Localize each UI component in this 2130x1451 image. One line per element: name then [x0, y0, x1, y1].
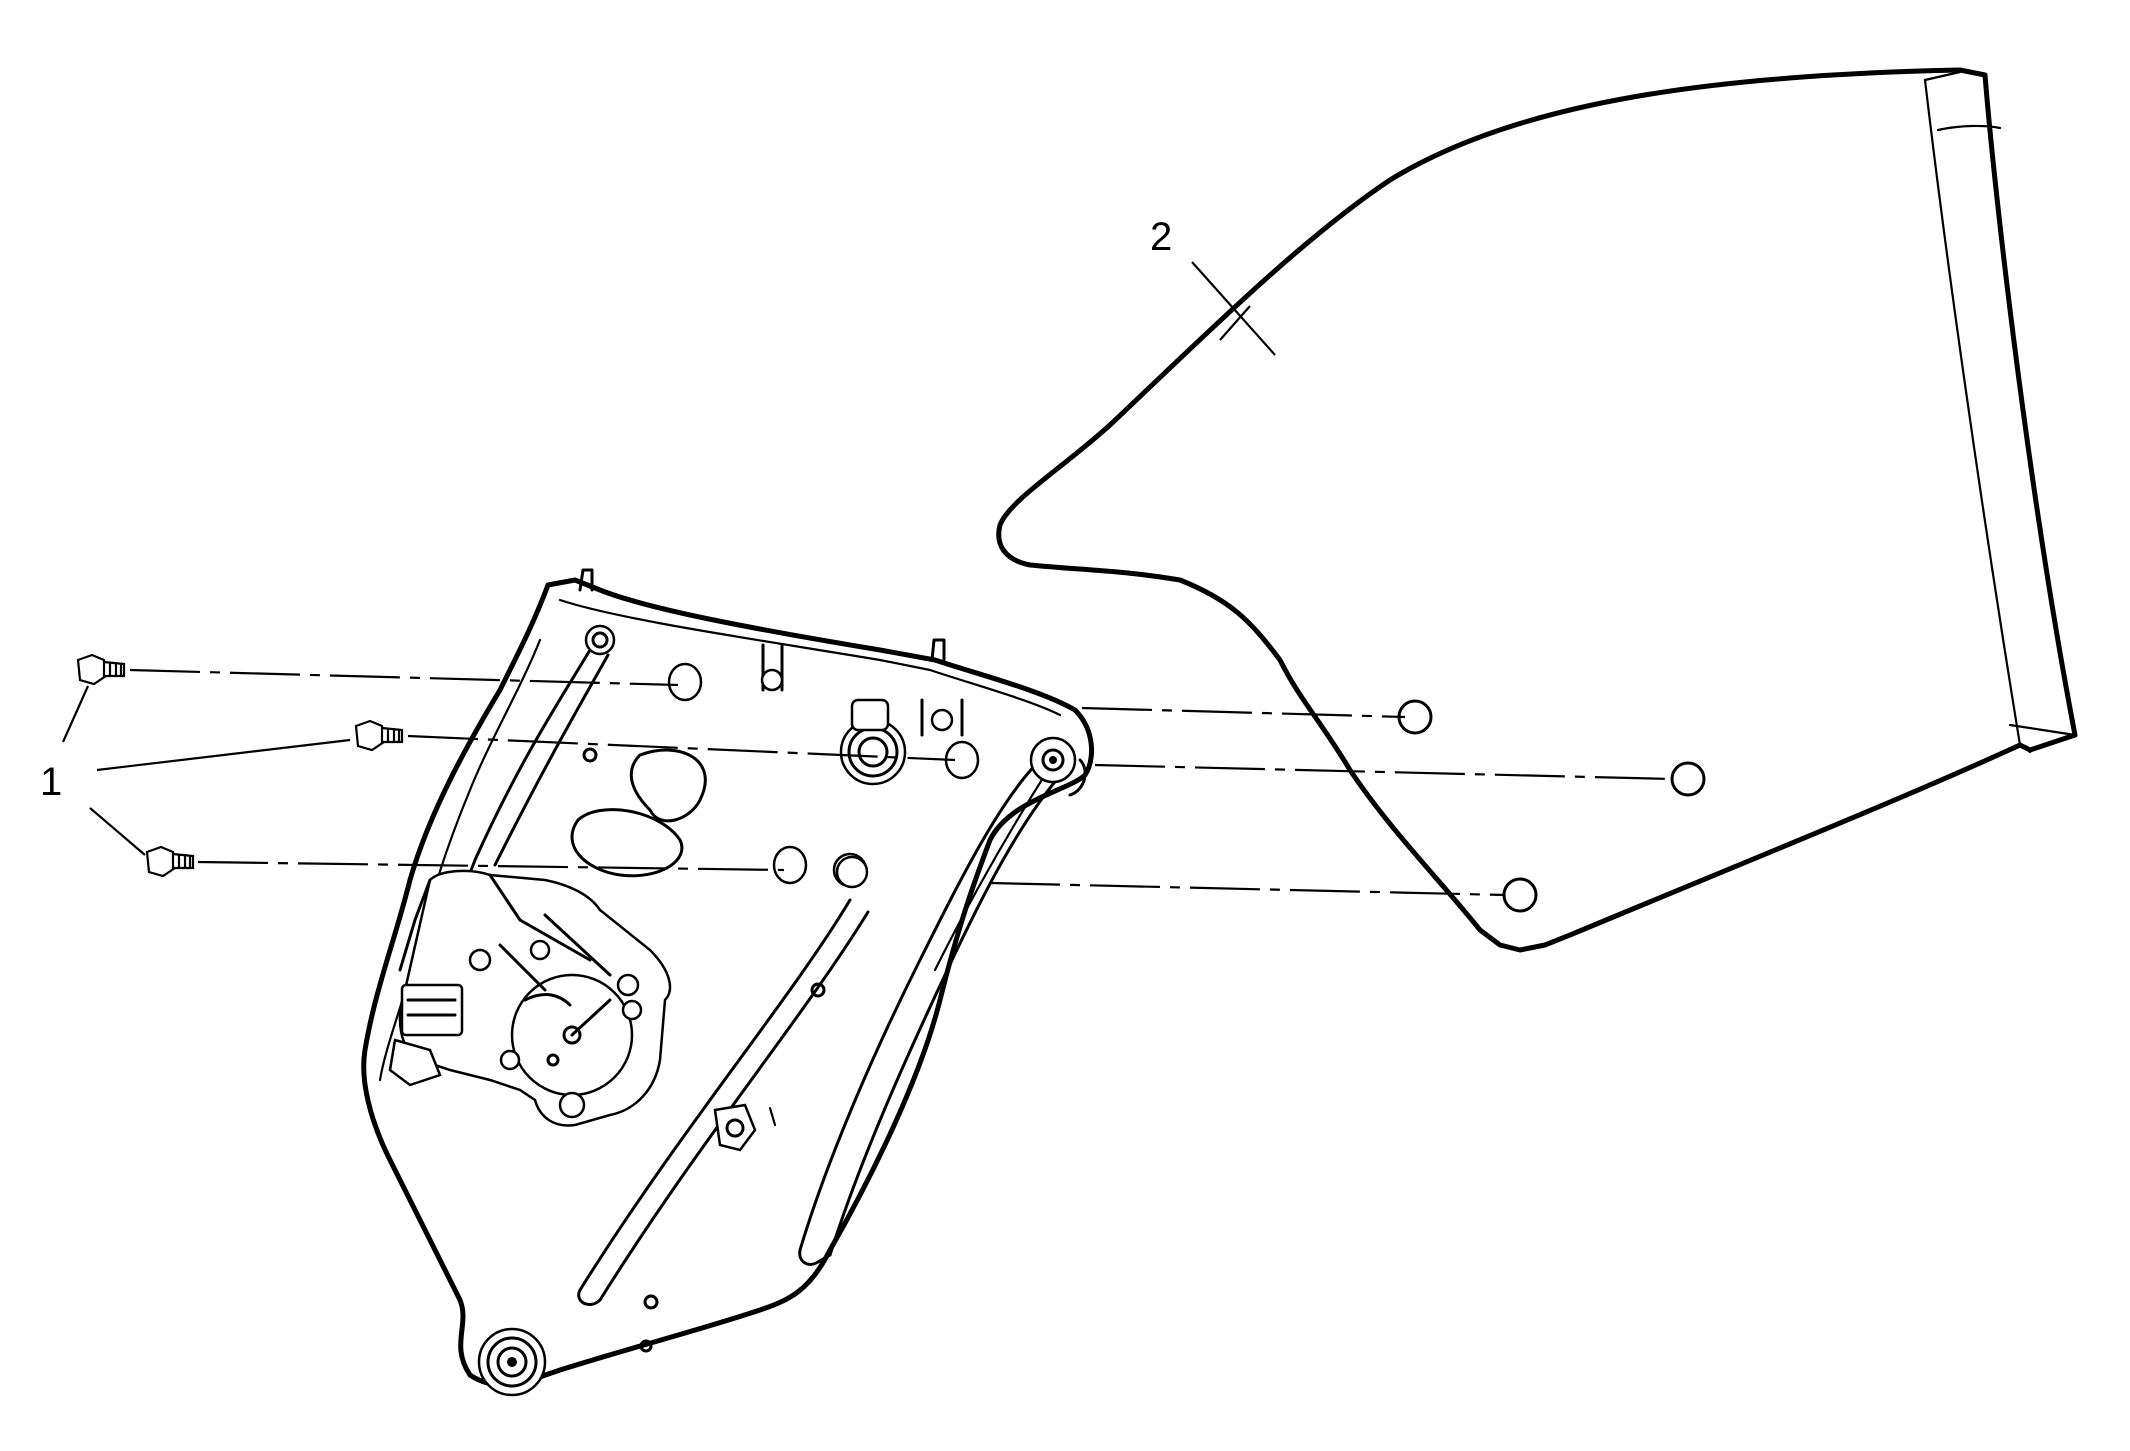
callout-leaders: [61, 261, 1276, 856]
glass-mount-hole-middle: [1670, 761, 1706, 797]
window-regulator-panel: [361, 568, 1095, 1397]
lower-stud: [713, 1103, 777, 1152]
lower-pulley: [477, 1327, 547, 1397]
top-left-stud: [584, 624, 616, 656]
alignment-lines: [129, 668, 1673, 897]
callout-label-window-glass: 2: [1150, 215, 1172, 259]
callout-label-bolts: 1: [40, 760, 62, 804]
bolt-upper: [76, 653, 126, 686]
bolt-middle: [354, 719, 404, 752]
bolt-lower: [145, 845, 195, 878]
window-glass: [996, 67, 2078, 953]
regulator-motor: [388, 869, 672, 1127]
cable-drum: [839, 698, 907, 786]
upper-pulley: [1029, 736, 1087, 797]
motor-mount-stud: [835, 855, 869, 889]
